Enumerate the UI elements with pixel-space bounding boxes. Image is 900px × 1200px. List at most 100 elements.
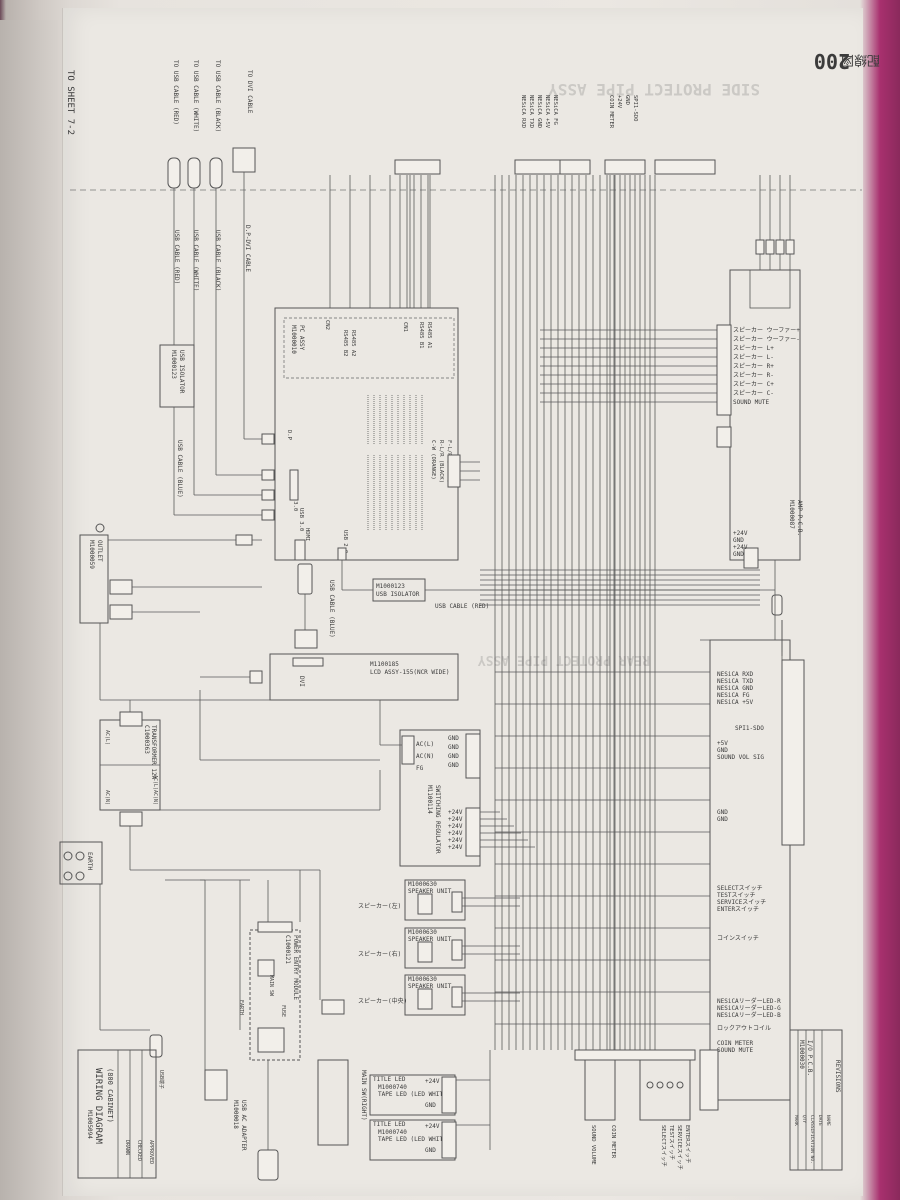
led-pin: GND [425, 1102, 436, 1109]
io-signal: COIN METER [717, 1040, 754, 1047]
regulator-pin: GND [448, 762, 459, 769]
amp-power-pin: +24V [733, 544, 748, 551]
svg-text:SIDE PROTECT PIPE ASSY: SIDE PROTECT PIPE ASSY [548, 80, 760, 99]
led-pin: +24V [425, 1123, 440, 1130]
top-connector-label: +24V [616, 95, 622, 109]
top-left-label: TO USB CABLE (RED) [172, 60, 179, 125]
bottom-label: SERVICEスイッチ [676, 1125, 683, 1170]
svg-text:M1000123: M1000123 [376, 583, 405, 590]
svg-text:C1000363: C1000363 [143, 725, 150, 754]
io-signal: GND [717, 816, 728, 823]
speaker-side: スピーカー(左) [358, 902, 401, 910]
bottom-label: COIN METER [610, 1125, 616, 1159]
top-connector-label: COIN METER [608, 95, 614, 129]
io-signal: NESiCAリーダーLED-B [717, 1011, 781, 1019]
wiring-bus [99, 175, 795, 1150]
svg-text:DRAWN: DRAWN [124, 1140, 130, 1155]
regulator-pin: +24V [448, 830, 463, 837]
main-sw-right: MAIN SW(RIGHT) [317, 999, 367, 1146]
svg-text:APPROVED: APPROVED [148, 1140, 154, 1164]
io-signal: NESiCA GND [717, 685, 754, 692]
power-entry-module: C1000121 POWER ENTRY MODULE MAIN SW FUSE… [238, 921, 301, 1181]
usb-isolator-mid: M1000123 USB ISOLATOR [341, 560, 783, 616]
svg-text:CHECKED: CHECKED [136, 1140, 142, 1161]
regulator-pin: +24V [448, 816, 463, 823]
svg-text:LCD ASSY-155(NCR WIDE): LCD ASSY-155(NCR WIDE) [370, 669, 449, 676]
svg-text:EARTH: EARTH [238, 1000, 244, 1015]
regulator-pin: GND [448, 744, 459, 751]
svg-text:M1000059: M1000059 [88, 540, 95, 569]
amp-signal: スピーカー ウーファー+ [733, 326, 800, 334]
io-signal: NESiCAリーダーLED-R [717, 997, 781, 1005]
bottom-label: TESTスイッチ [668, 1125, 675, 1160]
led-pin: +24V [425, 1078, 440, 1085]
led-title: TITLE LED [373, 1121, 406, 1128]
svg-text:TRANSFORMER 12A: TRANSFORMER 12A [150, 725, 157, 780]
top-left-label: TO USB CABLE (BLACK) [214, 60, 221, 132]
usb-black-cable-label: USB CABLE (BLACK) [214, 230, 221, 291]
svg-text:USB ISOLATOR: USB ISOLATOR [178, 350, 185, 394]
transformer-pin: AC(L) [152, 775, 158, 790]
bottom-label: SOUND VOLUME [590, 1125, 596, 1165]
io-signal: NESiCA TXD [717, 678, 754, 685]
pc-port-label: RS485 B1 [418, 322, 424, 349]
regulator-pin: AC(N) [416, 753, 434, 760]
revision-header: CLASSIFICATION NO. [809, 1115, 815, 1164]
svg-text:AMP P.C.B.: AMP P.C.B. [796, 500, 803, 536]
section-title: 配線図 [841, 52, 880, 68]
usb-red-cable-label-2: USB CABLE (RED) [435, 603, 489, 610]
top-connector-label: NESiCA TXD [528, 95, 534, 128]
regulator-pin: FG [416, 765, 424, 772]
amp-signal: スピーカー C+ [733, 381, 774, 388]
led-title: TITLE LED [373, 1076, 406, 1083]
usb-white-cable-label: USB CABLE (WHITE) [192, 230, 199, 291]
amp-power-pin: GND [733, 537, 744, 544]
amp-signal: スピーカー R- [733, 372, 774, 379]
svg-text:USB AC ADAPTER: USB AC ADAPTER [240, 1100, 247, 1151]
io-signal: コインスイッチ [717, 935, 759, 942]
svg-text:MAIN SW: MAIN SW [268, 975, 274, 997]
transformer-pin: AC(N) [152, 790, 158, 805]
amp-signal: スピーカー L+ [733, 345, 774, 352]
page-header: 200 配線図 [814, 49, 880, 73]
led-desc: TAPE LED (LED WHITE) [378, 1091, 450, 1098]
pc-port-label: HDMI [304, 528, 310, 541]
regulator-pin: +24V [448, 844, 463, 851]
svg-text:M1000010: M1000010 [290, 325, 297, 354]
led-desc: TAPE LED (LED WHITE) [378, 1136, 450, 1143]
io-signal: GND [717, 747, 728, 754]
io-signal: ENTERスイッチ [717, 906, 759, 913]
svg-text:USB ISOLATOR: USB ISOLATOR [376, 591, 420, 598]
amp-pcb: M1000087 AMP P.C.B. スピーカー ウーファー+スピーカー ウー… [716, 269, 803, 569]
pc-port-label: D.P [286, 430, 292, 441]
regulator-pin: +24V [448, 809, 463, 816]
svg-text:M1000123: M1000123 [170, 350, 177, 379]
top-connector-label: NESiCA FG [552, 95, 558, 125]
pc-port-label: CN1 [402, 322, 408, 332]
speaker-id: M1000630 [408, 929, 437, 936]
io-signal: TESTスイッチ [717, 892, 755, 899]
top-connector-label: GND [624, 95, 630, 105]
regulator-pin: GND [448, 753, 459, 760]
title-block: WIRING DIAGRAM (800 CABINET) M1005094 DR… [77, 1049, 157, 1179]
amp-signal: スピーカー L- [733, 354, 774, 361]
regulator-pin: AC(L) [416, 741, 434, 748]
revision-header: QTY [801, 1115, 807, 1123]
svg-text:M1000030: M1000030 [798, 1040, 805, 1069]
top-connector-label: NESiCA GND [536, 95, 542, 128]
amp-power-pin: GND [733, 551, 744, 558]
amp-power-pin: +24V [733, 530, 748, 537]
usb-blue-cable-label: USB CABLE (BLUE) [176, 440, 183, 498]
svg-text:PC ASSY: PC ASSY [298, 325, 305, 351]
amp-signal: SOUND MUTE [733, 399, 770, 406]
speaker-id: M1000630 [408, 976, 437, 983]
svg-text:USB端子: USB端子 [158, 1070, 165, 1089]
transformer-pin: AC(L) [104, 730, 110, 745]
top-connector-label: NESiCA +5V [544, 95, 550, 129]
top-left-label: TO USB CABLE (WHITE) [192, 60, 199, 132]
svg-text:EARTH: EARTH [86, 852, 93, 870]
speaker-name: SPEAKER UNIT [408, 888, 452, 895]
